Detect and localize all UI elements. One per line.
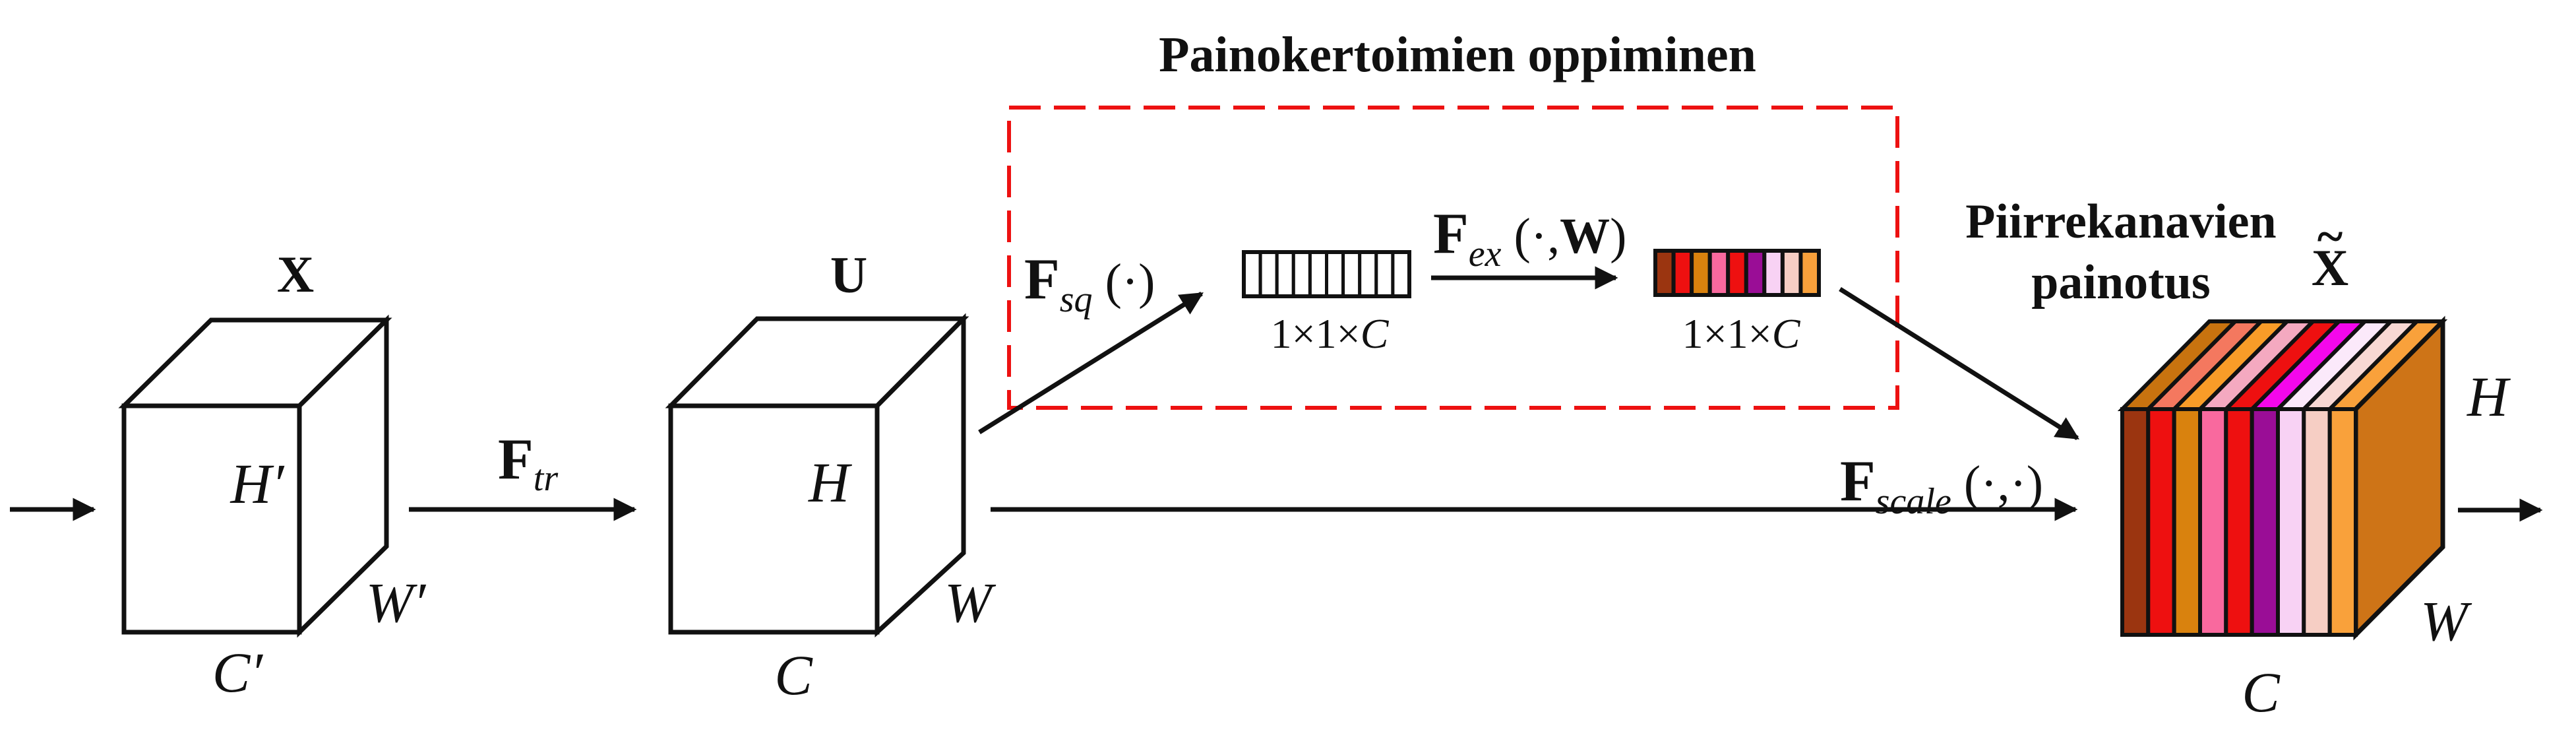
excitation-arg-w: W	[1560, 209, 1610, 264]
excitation-bar-cell	[1671, 249, 1694, 297]
transformed-tensor-cube	[665, 313, 969, 637]
squeeze-bar-cell	[1341, 250, 1362, 298]
weighted-cube-front-slab	[2327, 407, 2358, 637]
weighted-cube-front-slab	[2276, 407, 2306, 637]
u-channels-label: C	[774, 643, 813, 707]
squeeze-bar-cell	[1325, 250, 1345, 298]
title-channel-weighting-line1: Piirrekanavien	[1965, 195, 2276, 249]
weighted-cube-top-slabs	[2117, 319, 2448, 411]
weighted-channels-label: C	[2242, 661, 2281, 724]
weighted-cube-front-slab	[2302, 407, 2332, 637]
weighted-cube-front-slab	[2172, 407, 2202, 637]
excitation-dims-c: C	[1772, 310, 1801, 357]
excitation-bar-cell	[1762, 249, 1785, 297]
transform-f: F	[498, 428, 534, 492]
weights-to-cube-arrow	[1839, 287, 2079, 440]
squeeze-bar-cell	[1374, 250, 1395, 298]
squeeze-bar-cell	[1358, 250, 1378, 298]
squeeze-bar-cell	[1275, 250, 1295, 298]
squeeze-bar-cell	[1291, 250, 1312, 298]
weighted-tensor-cube	[2117, 315, 2448, 641]
excitation-f: F	[1433, 202, 1469, 266]
scale-sub: scale	[1876, 481, 1951, 522]
excitation-bar-cell	[1653, 249, 1676, 297]
u-height-label: H	[808, 451, 852, 514]
weighted-cube-front-slab	[2120, 407, 2151, 637]
squeeze-dims-c: C	[1361, 310, 1390, 357]
weighted-cube-front-slab	[2146, 407, 2176, 637]
scale-args: (·,·)	[1951, 456, 2043, 511]
squeeze-bar-cell	[1308, 250, 1329, 298]
weight-learning-dashed-box	[1007, 106, 1899, 410]
input-channels-label: C′	[212, 641, 263, 704]
excitation-bar-cell	[1744, 249, 1767, 297]
title-weight-learning: Painokertoimien oppiminen	[1159, 27, 1756, 82]
input-height-label: H′	[230, 452, 285, 515]
squeeze-bar-dims: 1×1×C	[1271, 310, 1390, 357]
excitation-vector-bar	[1653, 249, 1821, 297]
squeeze-op-label: Fsq (·)	[1024, 247, 1155, 320]
excitation-bar-cell	[1798, 249, 1821, 297]
squeeze-arrow	[978, 292, 1204, 434]
input-tensor-cube	[118, 314, 392, 638]
weighted-tensor-tilde: ~	[2317, 210, 2343, 264]
excitation-bar-cell	[1707, 249, 1731, 297]
transform-sub: tr	[534, 458, 559, 499]
squeeze-bar-cell	[1258, 250, 1279, 298]
squeeze-dims-pre: 1×1×	[1271, 310, 1361, 357]
scale-f: F	[1840, 449, 1876, 513]
squeeze-bar-border	[1242, 250, 1411, 298]
title-channel-weighting-line2: painotus	[2031, 255, 2210, 309]
squeeze-vector-bar	[1242, 250, 1411, 298]
u-tensor-label: U	[830, 246, 867, 304]
excitation-dims-pre: 1×1×	[1682, 310, 1772, 357]
weighted-cube-front-slab	[2250, 407, 2280, 637]
excitation-op-label: Fex (·,W)	[1433, 202, 1626, 275]
excitation-bar-cell	[1690, 249, 1712, 297]
weighted-cube-front-slab	[2198, 407, 2228, 637]
squeeze-args: (·)	[1093, 254, 1155, 309]
u-width-label: W	[944, 571, 997, 634]
excitation-sub: ex	[1469, 234, 1502, 275]
excitation-bar-cell	[1780, 249, 1803, 297]
transform-op-label: Ftr	[498, 428, 558, 499]
excitation-bar-cell	[1726, 249, 1748, 297]
squeeze-bar-cell	[1391, 250, 1411, 298]
weighted-height-label: H	[2467, 365, 2511, 428]
scale-op-label: Fscale (·,·)	[1840, 449, 2043, 522]
input-tensor-label: X	[277, 245, 314, 303]
weighted-cube-front-slab	[2224, 407, 2254, 637]
input-width-label: W′	[366, 571, 427, 634]
excitation-args-post: )	[1610, 209, 1626, 264]
weighted-tensor-label: X	[2312, 239, 2348, 296]
excitation-bar-dims: 1×1×C	[1682, 310, 1801, 357]
squeeze-sub: sq	[1060, 279, 1093, 320]
input-cube-front-face	[121, 403, 302, 635]
excitation-args-pre: (·,	[1501, 209, 1560, 264]
weighted-cube-front-slabs	[2120, 407, 2358, 637]
squeeze-f: F	[1024, 247, 1060, 311]
weighted-width-label: W	[2420, 589, 2472, 653]
squeeze-bar-cell	[1242, 250, 1262, 298]
u-cube-front-face	[668, 403, 880, 635]
